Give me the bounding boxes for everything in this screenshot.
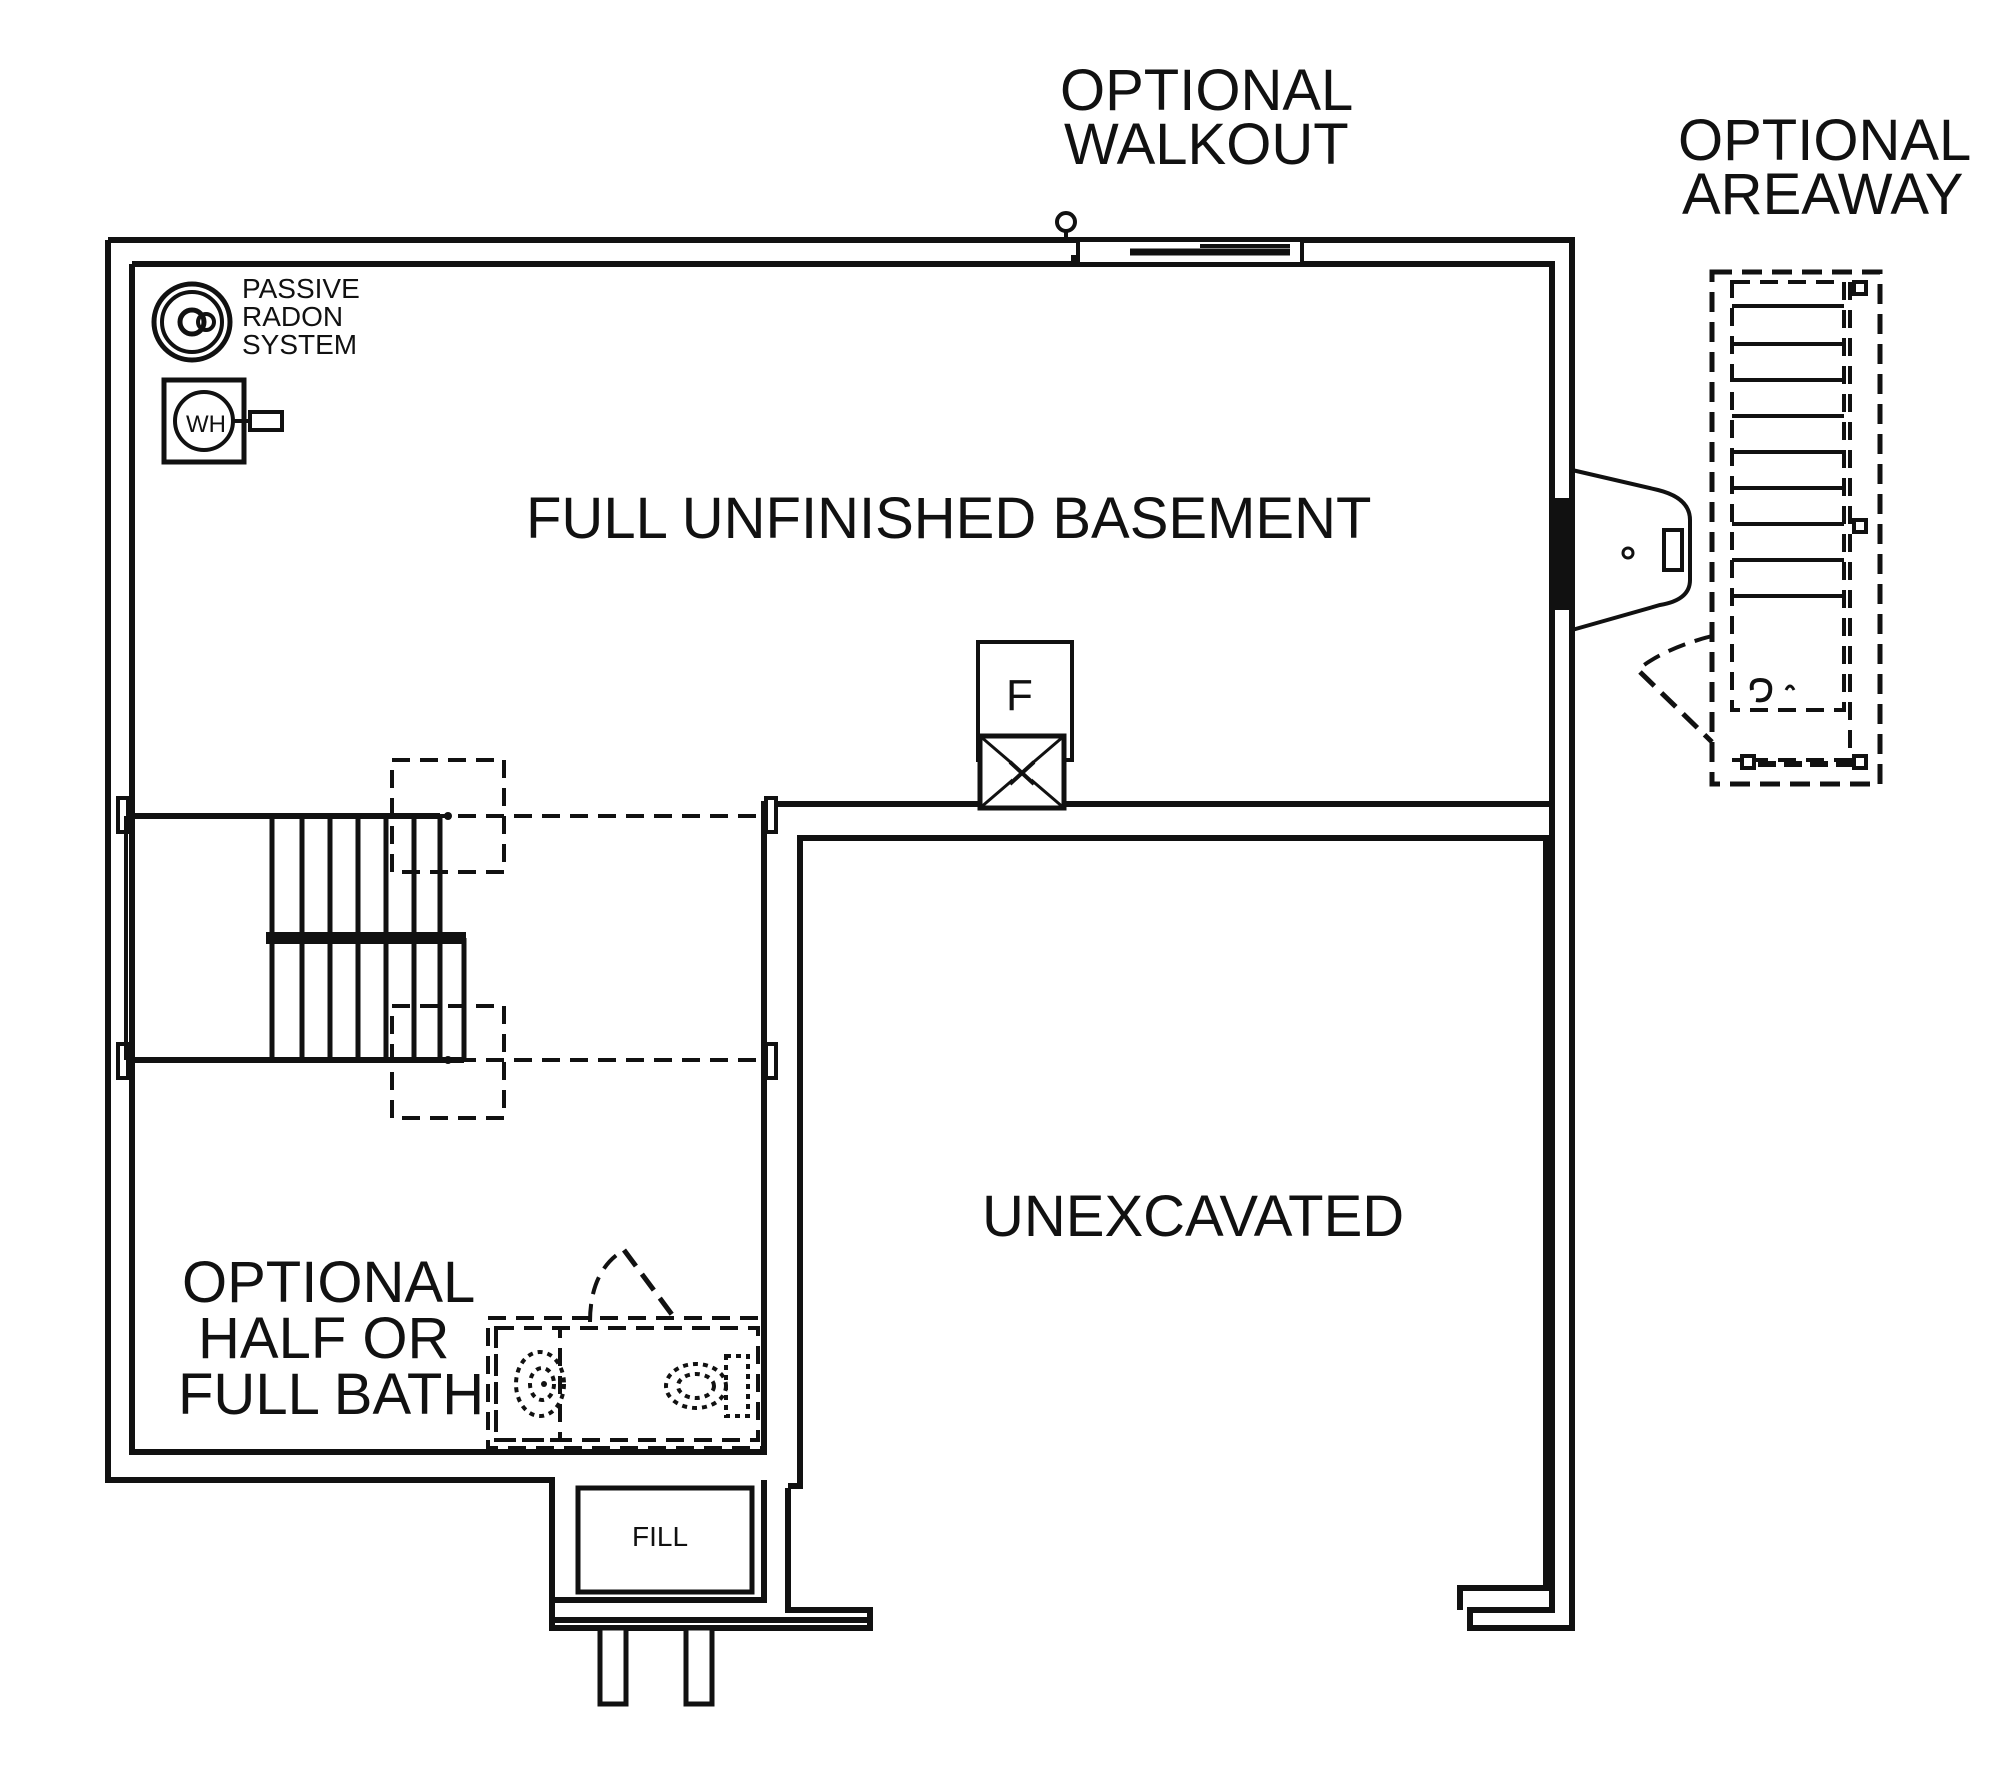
walkout-door	[1055, 211, 1304, 266]
basement-label: FULL UNFINISHED BASEMENT	[526, 486, 1371, 551]
sink-icon	[514, 1350, 566, 1418]
areaway-label-line1: OPTIONAL	[1678, 108, 1971, 173]
outer-walls	[105, 237, 1575, 1631]
fill-area	[549, 1480, 870, 1707]
bath-label-line3: FULL BATH	[178, 1362, 484, 1427]
areaway-window	[1552, 468, 1692, 632]
areaway-label-line2: AREAWAY	[1682, 162, 1963, 227]
radon-label-line2: RADON	[242, 301, 343, 332]
radon-system-icon	[151, 281, 233, 363]
walkout-label-line2: WALKOUT	[1064, 112, 1349, 177]
toilet-icon	[664, 1354, 750, 1418]
optional-bath	[486, 1248, 766, 1450]
areaway-drain-icon	[1749, 677, 1796, 703]
fill-label: FILL	[632, 1521, 688, 1552]
bath-label-line2: HALF OR	[198, 1306, 449, 1371]
walkout-label-line1: OPTIONAL	[1060, 58, 1353, 123]
unexcavated-label: UNEXCAVATED	[982, 1184, 1404, 1249]
radon-label-line3: SYSTEM	[242, 329, 357, 360]
radon-label-line1: PASSIVE	[242, 273, 360, 304]
furnace-icon	[976, 640, 1074, 811]
optional-areaway	[1638, 269, 1883, 787]
furnace-label: F	[1006, 671, 1033, 720]
water-heater-label: WH	[186, 411, 226, 438]
staircase-icon	[116, 758, 778, 1120]
bath-label-line1: OPTIONAL	[182, 1250, 475, 1315]
water-heater-icon	[161, 377, 284, 465]
